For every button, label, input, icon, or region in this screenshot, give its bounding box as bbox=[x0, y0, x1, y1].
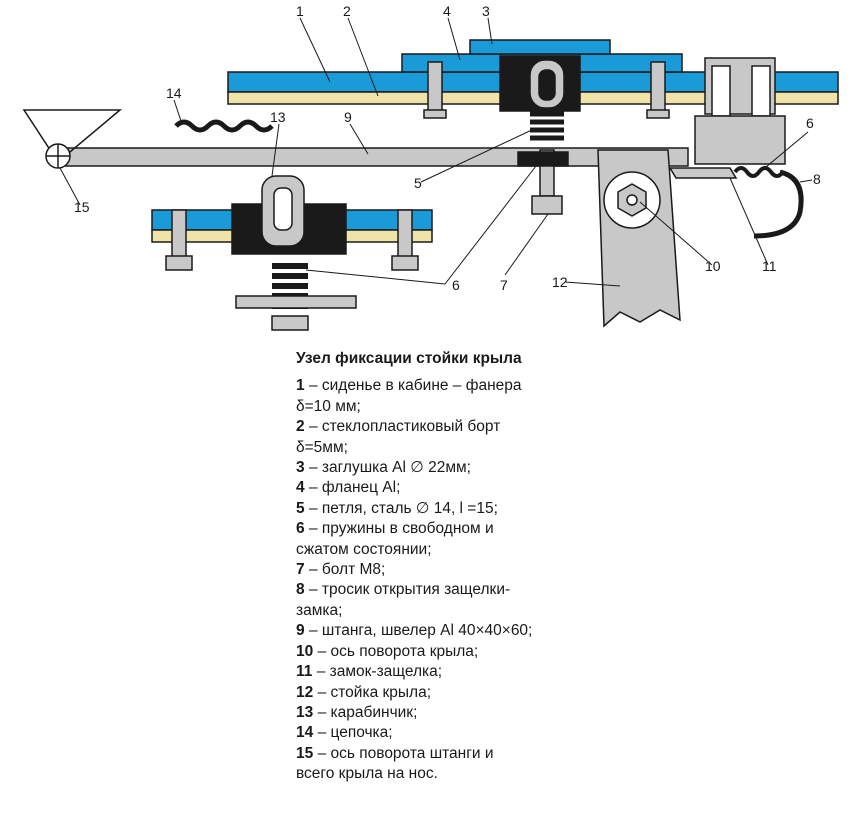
seat-plywood-assembly-top bbox=[227, 39, 839, 165]
legend-entry-10: 10 – ось поворота крыла; bbox=[296, 642, 596, 662]
callout-3: 3 bbox=[482, 3, 490, 19]
legend-entry-3: 3 – заглушка Al ∅ 22мм; bbox=[296, 458, 596, 478]
legend-text: – замок-защелка; bbox=[316, 663, 443, 681]
legend-number: 5 bbox=[296, 499, 305, 517]
legend-number: 15 bbox=[296, 744, 314, 762]
legend-entry-6-cont: сжатом состоянии; bbox=[296, 540, 596, 560]
legend-text: δ=5мм; bbox=[296, 438, 348, 456]
wing-strut-12 bbox=[597, 149, 804, 328]
callout-8: 8 bbox=[813, 171, 821, 187]
wing-strut-lock-drawing: 1 2 3 4 5 6 7 8 9 10 11 12 13 14 15 6 bbox=[22, 3, 839, 331]
lower-seat-assembly bbox=[151, 119, 433, 331]
legend-caption: Узел фиксации стойки крыла 1 – сиденье в… bbox=[296, 349, 596, 785]
legend-entry-15-cont: всего крыла на нос. bbox=[296, 764, 596, 784]
callout-10: 10 bbox=[705, 258, 721, 274]
leader-lines bbox=[59, 17, 813, 287]
legend-number: 7 bbox=[296, 561, 305, 579]
legend-number: 8 bbox=[296, 581, 305, 599]
callout-4: 4 bbox=[443, 3, 451, 19]
legend-number: 12 bbox=[296, 683, 314, 701]
legend-number: 14 bbox=[296, 724, 314, 742]
legend-text: замка; bbox=[296, 601, 343, 619]
callout-2: 2 bbox=[343, 3, 351, 19]
legend-entry-8-cont: замка; bbox=[296, 601, 596, 621]
callout-9: 9 bbox=[344, 109, 352, 125]
legend-entry-14: 14 – цепочка; bbox=[296, 723, 596, 743]
callout-15: 15 bbox=[74, 199, 90, 215]
callout-12: 12 bbox=[552, 274, 568, 290]
callout-11: 11 bbox=[762, 258, 777, 274]
callout-1: 1 bbox=[296, 3, 304, 19]
legend-entry-1: 1 – сиденье в кабине – фанера bbox=[296, 376, 596, 396]
legend-entry-4: 4 – фланец Al; bbox=[296, 478, 596, 498]
legend-text: δ=10 мм; bbox=[296, 397, 361, 415]
legend-entry-12: 12 – стойка крыла; bbox=[296, 683, 596, 703]
legend-text: – карабинчик; bbox=[317, 703, 418, 721]
legend-title: Узел фиксации стойки крыла bbox=[296, 350, 522, 367]
legend-text: – сиденье в кабине – фанера bbox=[308, 377, 522, 395]
legend-text: – цепочка; bbox=[317, 724, 393, 742]
legend-entry-15: 15 – ось поворота штанги и bbox=[296, 744, 596, 764]
legend-text: – болт M8; bbox=[308, 561, 386, 579]
callout-5: 5 bbox=[414, 175, 422, 191]
legend-text: – ось поворота крыла; bbox=[317, 642, 479, 660]
callout-14: 14 bbox=[166, 85, 182, 101]
legend-text: всего крыла на нос. bbox=[296, 765, 438, 783]
legend-number: 2 bbox=[296, 418, 305, 436]
legend-entry-2: 2 – стеклопластиковый борт bbox=[296, 417, 596, 437]
rod-channel-9 bbox=[22, 109, 689, 215]
legend-text: – петля, сталь ∅ 14, l =15; bbox=[308, 499, 498, 517]
legend-text: – стойка крыла; bbox=[317, 683, 432, 701]
legend-text: – пружины в свободном и bbox=[308, 520, 494, 538]
legend-text: сжатом состоянии; bbox=[296, 540, 432, 558]
legend-text: – заглушка Al ∅ 22мм; bbox=[308, 459, 471, 477]
legend-entry-2-cont: δ=5мм; bbox=[296, 438, 596, 458]
legend-number: 10 bbox=[296, 642, 314, 660]
callout-7: 7 bbox=[500, 277, 508, 293]
callout-labels: 1 2 3 4 5 6 7 8 9 10 11 12 13 14 15 6 bbox=[74, 3, 821, 293]
legend-number: 6 bbox=[296, 520, 305, 538]
legend-entry-5: 5 – петля, сталь ∅ 14, l =15; bbox=[296, 499, 596, 519]
legend-entry-11: 11 – замок-защелка; bbox=[296, 662, 596, 682]
legend-number: 9 bbox=[296, 622, 305, 640]
legend-entry-1-cont: δ=10 мм; bbox=[296, 397, 596, 417]
legend-text: – стеклопластиковый борт bbox=[308, 418, 501, 436]
callout-6-lower: 6 bbox=[452, 277, 460, 293]
legend-text: – тросик открытия защелки- bbox=[308, 581, 511, 599]
legend-text: – ось поворота штанги и bbox=[317, 744, 494, 762]
legend-number: 13 bbox=[296, 703, 314, 721]
legend-entry-8: 8 – тросик открытия защелки- bbox=[296, 580, 596, 600]
legend-number: 3 bbox=[296, 459, 305, 477]
callout-13: 13 bbox=[270, 109, 286, 125]
legend-entry-13: 13 – карабинчик; bbox=[296, 703, 596, 723]
legend-number: 1 bbox=[296, 377, 305, 395]
legend-text: – фланец Al; bbox=[308, 479, 401, 497]
legend-text: – штанга, швелер Al 40×40×60; bbox=[308, 622, 533, 640]
legend-entry-7: 7 – болт M8; bbox=[296, 560, 596, 580]
legend-entry-6: 6 – пружины в свободном и bbox=[296, 519, 596, 539]
legend-entry-9: 9 – штанга, швелер Al 40×40×60; bbox=[296, 621, 596, 641]
legend-number: 4 bbox=[296, 479, 305, 497]
legend-number: 11 bbox=[296, 663, 313, 681]
callout-6: 6 bbox=[806, 115, 814, 131]
